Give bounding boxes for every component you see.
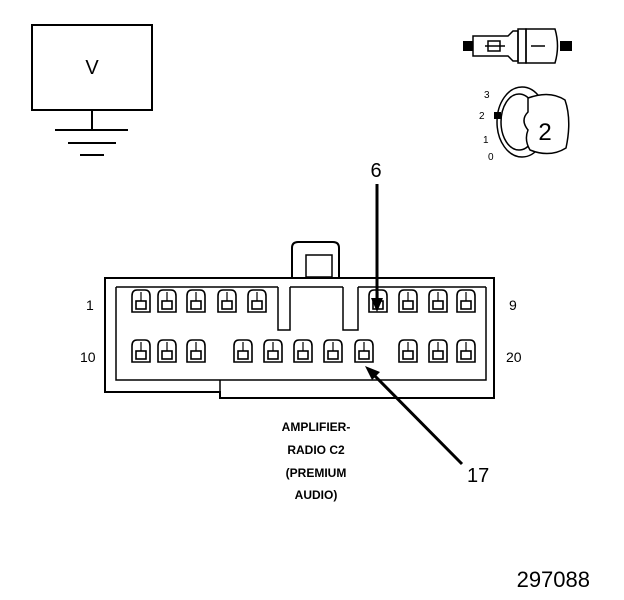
callout-pin-17: 17 (365, 366, 489, 487)
pin-cavity-19 (428, 339, 448, 363)
connector-title-line-2: RADIO C2 (287, 443, 345, 457)
callout-17-label: 17 (467, 465, 489, 487)
pin-label-10: 10 (80, 349, 96, 365)
pin-row-bottom (131, 339, 476, 363)
pin-cavity-8 (428, 289, 448, 313)
key-position-3: 3 (484, 90, 490, 101)
ignition-switch-icon: 3 2 1 0 2 (479, 86, 570, 163)
connector-title-line-4: AUDIO) (295, 488, 338, 502)
pin-label-9: 9 (509, 297, 517, 313)
connector-face (104, 241, 495, 399)
pin-cavity-15 (293, 339, 313, 363)
connector-title-line-3: (PREMIUM (286, 466, 347, 480)
pin-cavity-3 (186, 289, 206, 313)
key-position-1: 1 (483, 135, 489, 146)
pin-cavity-9 (456, 289, 476, 313)
pin-cavity-2 (157, 289, 177, 313)
pin-cavity-7 (398, 289, 418, 313)
callout-pin-6: 6 (370, 160, 383, 312)
connector-latch (277, 241, 359, 331)
pin-cavity-18 (398, 339, 418, 363)
pin-cavity-14 (263, 339, 283, 363)
connector-title: AMPLIFIER- RADIO C2 (PREMIUM AUDIO) (282, 420, 351, 502)
callout-6-label: 6 (370, 160, 381, 182)
pin-label-20: 20 (506, 349, 522, 365)
pin-cavity-13 (233, 339, 253, 363)
pin-cavity-5 (247, 289, 267, 313)
pin-cavity-12 (186, 339, 206, 363)
figure-id: 297088 (517, 567, 590, 592)
voltmeter-label: V (85, 57, 99, 79)
key-position-0: 0 (488, 152, 494, 163)
pin-label-1: 1 (86, 297, 94, 313)
pin-cavity-20 (456, 339, 476, 363)
pin-cavity-1 (131, 289, 151, 313)
voltmeter-symbol: V (31, 24, 153, 156)
pin-cavity-11 (157, 339, 177, 363)
key-position-2: 2 (479, 111, 485, 122)
key-switch-label: 2 (538, 119, 551, 146)
pin-cavity-16 (323, 339, 343, 363)
pin-cavity-17 (354, 339, 374, 363)
connector-plug-icon (463, 28, 572, 64)
pin-cavity-4 (217, 289, 237, 313)
ground-icon (55, 110, 128, 156)
pin-cavity-10 (131, 339, 151, 363)
pin-row-top (131, 289, 476, 313)
connector-title-line-1: AMPLIFIER- (282, 420, 351, 434)
